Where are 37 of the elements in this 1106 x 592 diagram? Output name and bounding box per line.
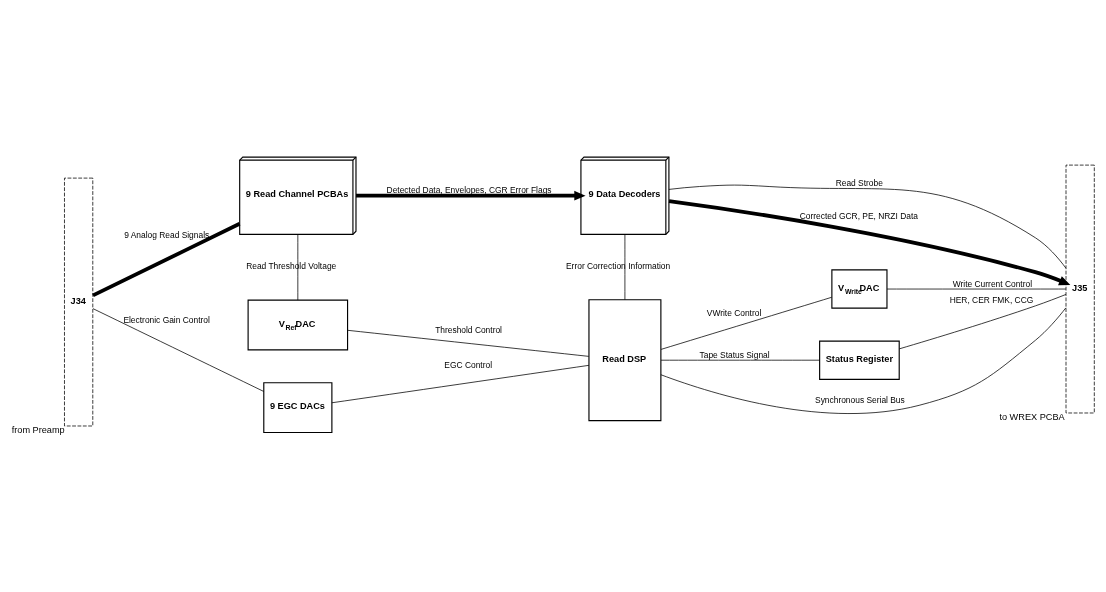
node-label: to WREX PCBA bbox=[999, 411, 1065, 422]
edge-label: Electronic Gain Control bbox=[123, 314, 210, 325]
arrow bbox=[356, 190, 586, 201]
node-label: from Preamp bbox=[11, 424, 65, 435]
connector bbox=[668, 184, 1067, 269]
edge-label: Error Correction Information bbox=[566, 260, 671, 271]
connector bbox=[92, 307, 265, 392]
edge-label: HER, CER FMK, CCG bbox=[949, 294, 1034, 305]
connector bbox=[886, 288, 1067, 289]
edge-label: Read Strobe bbox=[835, 177, 883, 188]
edge-label: Write Current Control bbox=[952, 278, 1033, 289]
node-box: Read DSP bbox=[588, 298, 662, 421]
connector bbox=[297, 233, 299, 300]
connector bbox=[660, 296, 833, 350]
edge-label: Read Threshold Voltage bbox=[246, 260, 337, 271]
edge-label: Tape Status Signal bbox=[699, 349, 770, 360]
connector bbox=[92, 221, 241, 297]
edge-label: Synchronous Serial Bus bbox=[815, 394, 905, 405]
edge-label: Corrected GCR, PE, NRZI Data bbox=[799, 210, 918, 221]
node-box: Status Register bbox=[819, 340, 900, 380]
arrow bbox=[668, 198, 1071, 285]
node-box: V$_{Ref}$DAC bbox=[247, 299, 349, 350]
connector bbox=[660, 359, 820, 361]
edge-label: EGC Control bbox=[444, 359, 493, 370]
node-box: V$_{Write}$DAC bbox=[831, 268, 888, 309]
edge-label: Detected Data, Envelopes, CGR Error Flags bbox=[386, 184, 552, 195]
connector bbox=[331, 364, 590, 403]
connector bbox=[347, 329, 590, 357]
edge-label: VWrite Control bbox=[706, 307, 762, 318]
node-box: 9 EGC DACs bbox=[263, 381, 333, 433]
node-box: J35 bbox=[1065, 164, 1095, 413]
node-box: J34 bbox=[64, 177, 94, 426]
connector bbox=[624, 233, 626, 300]
connector bbox=[899, 293, 1067, 349]
connector bbox=[660, 306, 1067, 414]
edge-label: 9 Analog Read Signals bbox=[124, 229, 210, 240]
edge-label: Threshold Control bbox=[435, 324, 502, 335]
